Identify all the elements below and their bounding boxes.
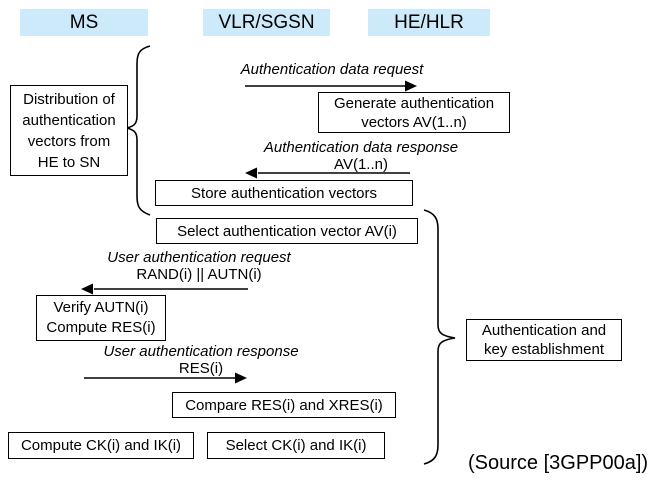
box-compare-res: Compare RES(i) and XRES(i) — [172, 392, 396, 418]
actor-ms: MS — [20, 9, 148, 36]
box-generate-auth-vectors-label: Generate authentication vectors AV(1..n) — [333, 94, 495, 131]
box-verify-autn: Verify AUTN(i) Compute RES(i) — [36, 295, 166, 341]
msg-auth-data-response-label: Authentication data response AV(1..n) — [263, 139, 459, 173]
box-store-auth-vectors: Store authentication vectors — [155, 180, 413, 206]
actor-ms-label: MS — [69, 11, 99, 33]
msg-user-auth-request-label: User authentication request RAND(i) || A… — [107, 249, 291, 283]
msg-user-auth-response-label: User authentication response RES(i) — [103, 343, 299, 377]
box-distribution-annotation: Distribution of authentication vectors f… — [10, 85, 128, 176]
box-auth-key-establishment-label: Authentication and key establishment — [481, 322, 607, 358]
arrow-user-auth-response — [84, 372, 247, 384]
actor-he-hlr: HE/HLR — [368, 9, 490, 36]
box-generate-auth-vectors: Generate authentication vectors AV(1..n) — [318, 92, 510, 133]
box-compute-ck-ik-label: Compute CK(i) and IK(i) — [20, 437, 182, 454]
box-compare-res-label: Compare RES(i) and XRES(i) — [185, 396, 383, 414]
box-select-auth-vector-label: Select authentication vector AV(i) — [177, 222, 397, 240]
right-brace — [423, 209, 456, 465]
arrow-user-auth-request — [81, 283, 248, 295]
actor-he-hlr-label: HE/HLR — [394, 11, 464, 33]
box-store-auth-vectors-label: Store authentication vectors — [191, 184, 377, 202]
box-select-ck-ik-label: Select CK(i) and IK(i) — [225, 437, 367, 454]
actor-vlr-sgsn-label: VLR/SGSN — [218, 11, 315, 33]
box-verify-autn-label: Verify AUTN(i) Compute RES(i) — [46, 299, 156, 336]
box-select-auth-vector: Select authentication vector AV(i) — [156, 218, 418, 244]
arrow-auth-data-response — [245, 167, 410, 179]
msg-auth-data-request-label: Authentication data request — [240, 61, 424, 78]
source-citation: (Source [3GPP00a]) — [468, 452, 649, 474]
box-auth-key-establishment-annotation: Authentication and key establishment — [466, 319, 622, 361]
box-select-ck-ik: Select CK(i) and IK(i) — [207, 432, 385, 459]
box-compute-ck-ik: Compute CK(i) and IK(i) — [8, 432, 194, 459]
arrow-auth-data-request — [245, 80, 417, 92]
box-distribution-annotation-label: Distribution of authentication vectors f… — [22, 90, 116, 171]
left-brace — [126, 45, 151, 216]
actor-vlr-sgsn: VLR/SGSN — [203, 9, 330, 36]
